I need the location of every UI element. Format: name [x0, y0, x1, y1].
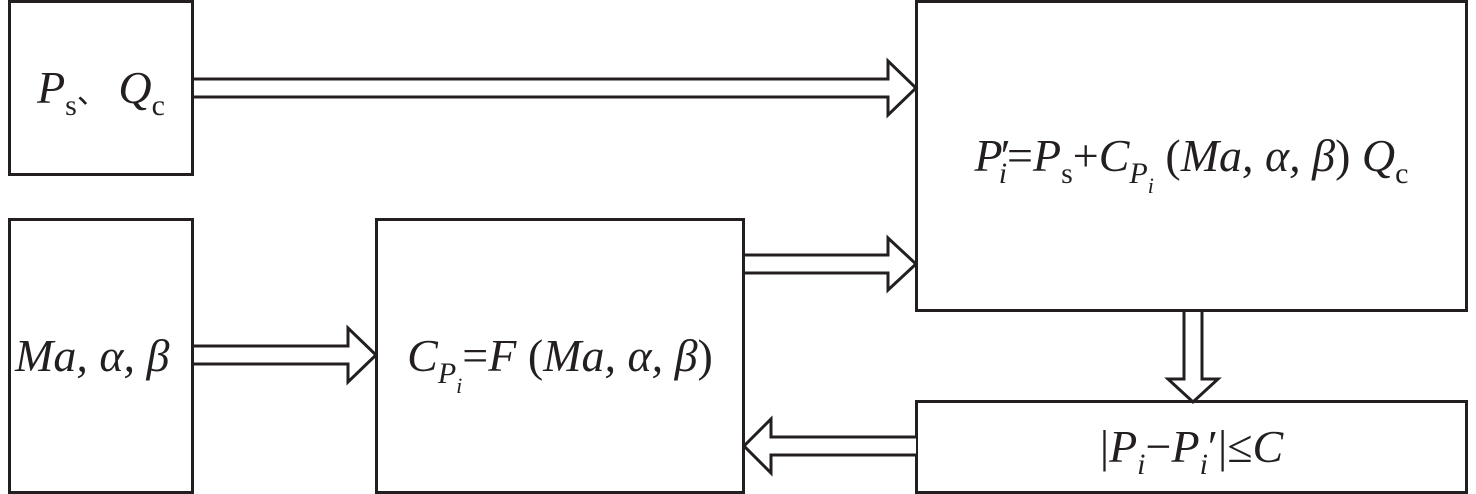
- node-inputs-pressure: Ps、 Qc: [8, 0, 194, 176]
- inputs-pressure-label: Ps、 Qc: [37, 62, 165, 121]
- subscript-p: P: [437, 357, 457, 390]
- symbol-p-static: P: [1032, 130, 1062, 181]
- symbol-c: C: [1098, 130, 1130, 181]
- symbol-beta: β: [146, 330, 170, 381]
- arrow-calibration-to-estimate: [745, 234, 919, 294]
- prime-mark: ′: [1000, 130, 1011, 181]
- symbol-p-estimate: P: [974, 130, 1003, 181]
- close-paren: ): [1335, 130, 1362, 181]
- less-equal-sign: ≤: [1227, 421, 1253, 472]
- close-paren: ): [697, 330, 713, 381]
- symbol-f: F: [488, 330, 517, 381]
- symbol-p: P: [37, 62, 66, 113]
- separator: 、: [76, 77, 107, 110]
- symbol-p-measured: P: [1109, 421, 1138, 472]
- node-pressure-estimate: P′i=Ps+CPi (Ma, α, β) Qc: [915, 0, 1468, 312]
- subscript-i: i: [998, 157, 1008, 190]
- symbol-alpha: α,: [99, 330, 135, 381]
- equals-sign: =: [462, 330, 489, 381]
- arrow-inputs-flight-to-calibration: [194, 324, 379, 386]
- symbol-c: C: [407, 330, 438, 381]
- open-paren: (: [516, 330, 544, 381]
- arrow-estimate-to-check: [1164, 312, 1222, 405]
- minus-sign: −: [1145, 421, 1172, 472]
- function-arguments: Ma, α, β: [1180, 130, 1336, 181]
- equals-sign: =: [1007, 130, 1033, 181]
- calibration-function-label: CPi=F (Ma, α, β): [407, 330, 713, 397]
- symbol-q: Q: [1361, 130, 1396, 181]
- subscript-i: i: [1137, 448, 1146, 481]
- abs-bar-left: |: [1099, 421, 1110, 472]
- node-calibration-function: CPi=F (Ma, α, β): [375, 218, 745, 494]
- node-inputs-flight: Ma, α, β: [8, 218, 194, 494]
- subscript-p: P: [1129, 157, 1148, 190]
- symbol-ma: Ma,: [15, 330, 88, 381]
- prime-mark: ′: [1207, 421, 1218, 472]
- function-arguments: Ma, α, β: [543, 330, 698, 381]
- arrow-check-to-calibration: [741, 415, 916, 477]
- subscript-s: s: [65, 89, 77, 122]
- subscript-c: c: [151, 89, 165, 122]
- subscript-i: i: [1199, 448, 1208, 481]
- symbol-c-threshold: C: [1252, 421, 1284, 472]
- symbol-p-estimate: P: [1171, 421, 1200, 472]
- subsubscript-i: i: [456, 373, 463, 398]
- arrow-inputs-pressure-to-estimate: [194, 57, 919, 119]
- convergence-check-label: |Pi−Pi′|≤C: [1099, 421, 1284, 480]
- subsubscript-i: i: [1147, 173, 1154, 198]
- pressure-estimate-label: P′i=Ps+CPi (Ma, α, β) Qc: [974, 130, 1409, 197]
- inputs-flight-label: Ma, α, β: [15, 333, 169, 379]
- open-paren: (: [1153, 130, 1181, 181]
- node-convergence-check: |Pi−Pi′|≤C: [915, 400, 1468, 494]
- symbol-q: Q: [118, 62, 152, 113]
- subscript-c: c: [1395, 157, 1409, 190]
- plus-sign: +: [1072, 130, 1099, 181]
- subscript-s: s: [1061, 157, 1073, 190]
- abs-bar-right: |: [1217, 421, 1228, 472]
